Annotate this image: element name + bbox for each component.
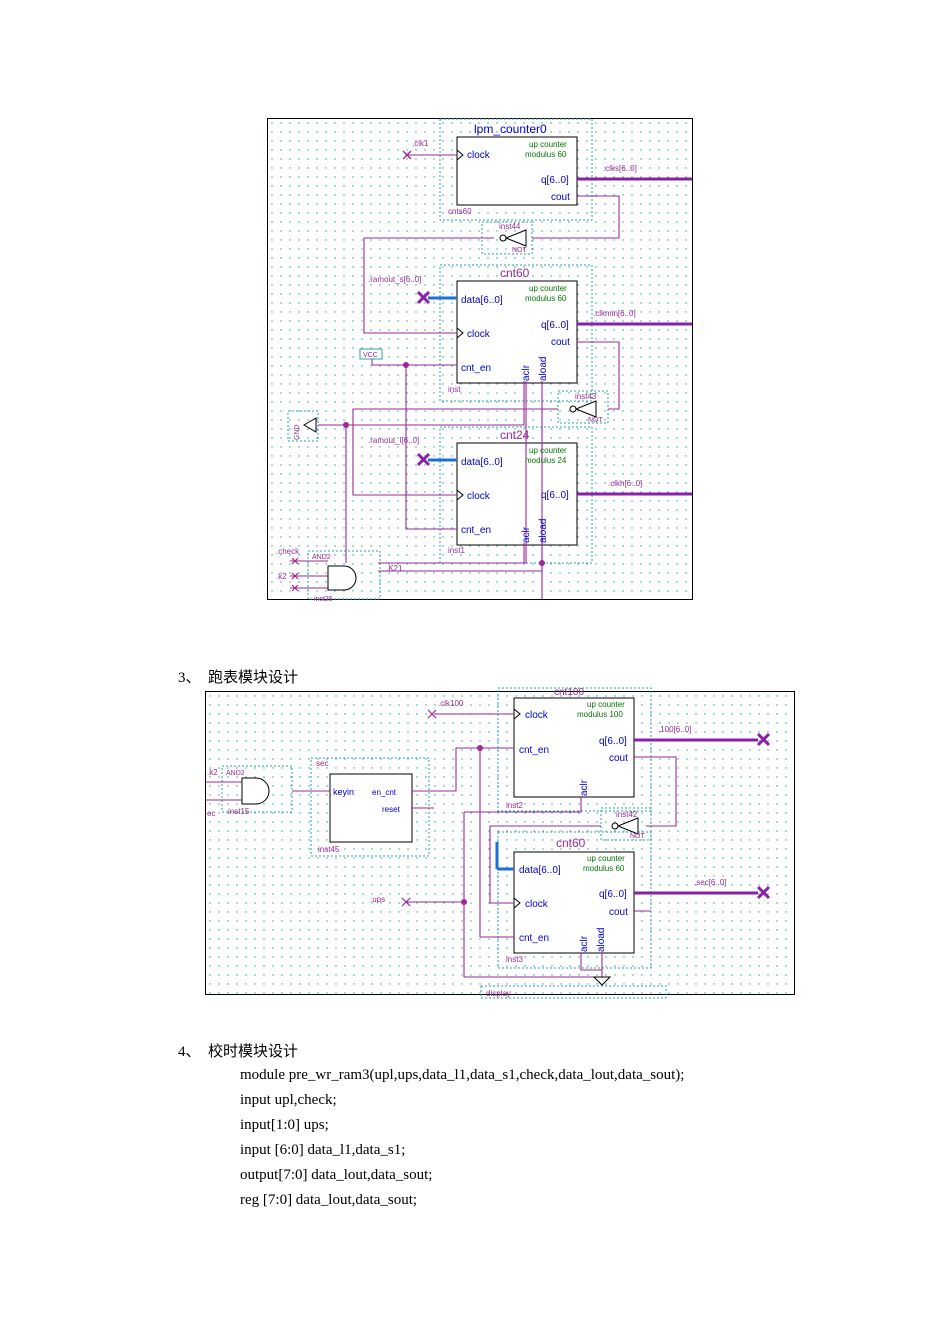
code-line: output[7:0] data_lout,data_sout; (240, 1167, 433, 1183)
svg-text:cnt_en: cnt_en (519, 933, 549, 944)
svg-text:.clk100: .clk100 (438, 699, 464, 708)
svg-text:.clkmin[6..0]: .clkmin[6..0] (593, 309, 636, 318)
svg-text:.k2: .k2 (207, 768, 218, 777)
svg-text:aclr: aclr (521, 364, 532, 381)
svg-text:.ups: .ups (370, 895, 385, 904)
code-line: input[1:0] ups; (240, 1117, 329, 1133)
svg-text:reset: reset (382, 805, 401, 814)
svg-text:.check: .check (276, 547, 300, 556)
svg-text:ec: ec (207, 809, 215, 818)
svg-text:data[6..0]: data[6..0] (461, 457, 503, 468)
svg-text:clock: clock (467, 491, 491, 502)
code-line: input [6:0] data_l1,data_s1; (240, 1142, 406, 1158)
svg-text:.100[6..0]: .100[6..0] (658, 725, 691, 734)
schematic-clock-counters: lpm_counter0 up counter modulus 60 clock… (267, 118, 693, 603)
svg-text:NOT: NOT (512, 247, 528, 254)
svg-text:.K21: .K21 (386, 564, 403, 573)
svg-text:up counter: up counter (529, 284, 567, 293)
section3-heading: 3、 跑表模块设计 (178, 670, 299, 686)
svg-text:aclr: aclr (579, 779, 590, 796)
schematic-stopwatch: cnt100 up counter modulus 100 clock cnt_… (205, 687, 795, 999)
svg-text:.ramout_s[6..0]: .ramout_s[6..0] (368, 275, 421, 284)
svg-text:aload: aload (538, 519, 549, 543)
svg-text:inst: inst (448, 385, 461, 394)
svg-text:modulus 60: modulus 60 (525, 294, 567, 303)
svg-text:cnt_en: cnt_en (461, 525, 491, 536)
svg-text:inst1: inst1 (448, 546, 465, 555)
svg-text:inst43: inst43 (575, 392, 597, 401)
svg-text:keyin: keyin (333, 787, 354, 797)
svg-text:sec: sec (316, 759, 328, 768)
svg-text:aload: aload (596, 928, 607, 952)
code-line: module pre_wr_ram3(upl,ups,data_l1,data_… (240, 1067, 685, 1083)
svg-text:cout: cout (609, 907, 628, 918)
counter0-title: lpm_counter0 (474, 122, 547, 136)
svg-text:cnt_en: cnt_en (461, 363, 491, 374)
svg-text:.sec[6..0]: .sec[6..0] (694, 878, 726, 887)
svg-text:inst3: inst3 (506, 955, 523, 964)
svg-text:data[6..0]: data[6..0] (519, 865, 561, 876)
svg-text:modulus 100: modulus 100 (577, 710, 623, 719)
svg-text:cnts60: cnts60 (448, 207, 472, 216)
section4-heading: 4、 校时模块设计 (178, 1044, 299, 1060)
svg-text:cout: cout (609, 753, 628, 764)
svg-text:display: display (486, 989, 511, 998)
svg-text:NOT: NOT (588, 417, 604, 424)
svg-text:AND2: AND2 (312, 554, 331, 561)
svg-text:up counter: up counter (529, 140, 567, 149)
svg-text:clock: clock (467, 150, 491, 161)
svg-text:up counter: up counter (529, 446, 567, 455)
svg-text:clock: clock (525, 710, 549, 721)
cnt24-title: cnt24 (500, 428, 530, 442)
svg-text:VCC: VCC (363, 352, 378, 359)
svg-text:q[6..0]: q[6..0] (599, 889, 627, 900)
svg-text:q[6..0]: q[6..0] (541, 320, 569, 331)
cnt100-title: cnt100 (554, 687, 584, 698)
svg-text:inst2: inst2 (506, 801, 523, 810)
svg-text:.ramout_l[6..0]: .ramout_l[6..0] (368, 436, 419, 445)
svg-text:inst44: inst44 (499, 222, 521, 231)
svg-text:q[6..0]: q[6..0] (541, 490, 569, 501)
code-line: input upl,check; (240, 1092, 337, 1108)
cnt60-title: cnt60 (500, 266, 530, 280)
svg-text:data[6..0]: data[6..0] (461, 295, 503, 306)
svg-text:inst42: inst42 (616, 810, 638, 819)
svg-text:cout: cout (551, 337, 570, 348)
svg-text:cnt_en: cnt_en (519, 745, 549, 756)
svg-text:NOT: NOT (630, 833, 646, 840)
svg-text:modulus 24: modulus 24 (525, 456, 567, 465)
svg-text:modulus 60: modulus 60 (525, 150, 567, 159)
svg-text:AND2: AND2 (226, 770, 245, 777)
cnt60b-title: cnt60 (556, 836, 586, 850)
svg-text:.clk1: .clk1 (412, 139, 429, 148)
svg-text:inst45: inst45 (318, 845, 340, 854)
svg-text:GND: GND (294, 424, 301, 440)
svg-text:up counter: up counter (587, 700, 625, 709)
code-line: reg [7:0] data_lout,data_sout; (240, 1192, 418, 1208)
svg-text:en_cnt: en_cnt (372, 788, 397, 797)
svg-text:up counter: up counter (587, 854, 625, 863)
svg-text:.clks[6..0]: .clks[6..0] (603, 164, 637, 173)
svg-text:q[6..0]: q[6..0] (599, 736, 627, 747)
svg-text:inst25: inst25 (314, 596, 333, 603)
svg-text:aload: aload (538, 357, 549, 381)
svg-text:modulus 60: modulus 60 (583, 864, 625, 873)
svg-text:q[6..0]: q[6..0] (541, 175, 569, 186)
svg-text:cout: cout (551, 192, 570, 203)
svg-text:clock: clock (525, 899, 549, 910)
svg-text:clock: clock (467, 329, 491, 340)
svg-text:.clkh[6..0]: .clkh[6..0] (608, 479, 642, 488)
svg-text:.k2: .k2 (276, 572, 287, 581)
svg-text:inst15: inst15 (228, 807, 250, 816)
svg-text:aclr: aclr (521, 526, 532, 543)
svg-text:aclr: aclr (579, 935, 590, 952)
